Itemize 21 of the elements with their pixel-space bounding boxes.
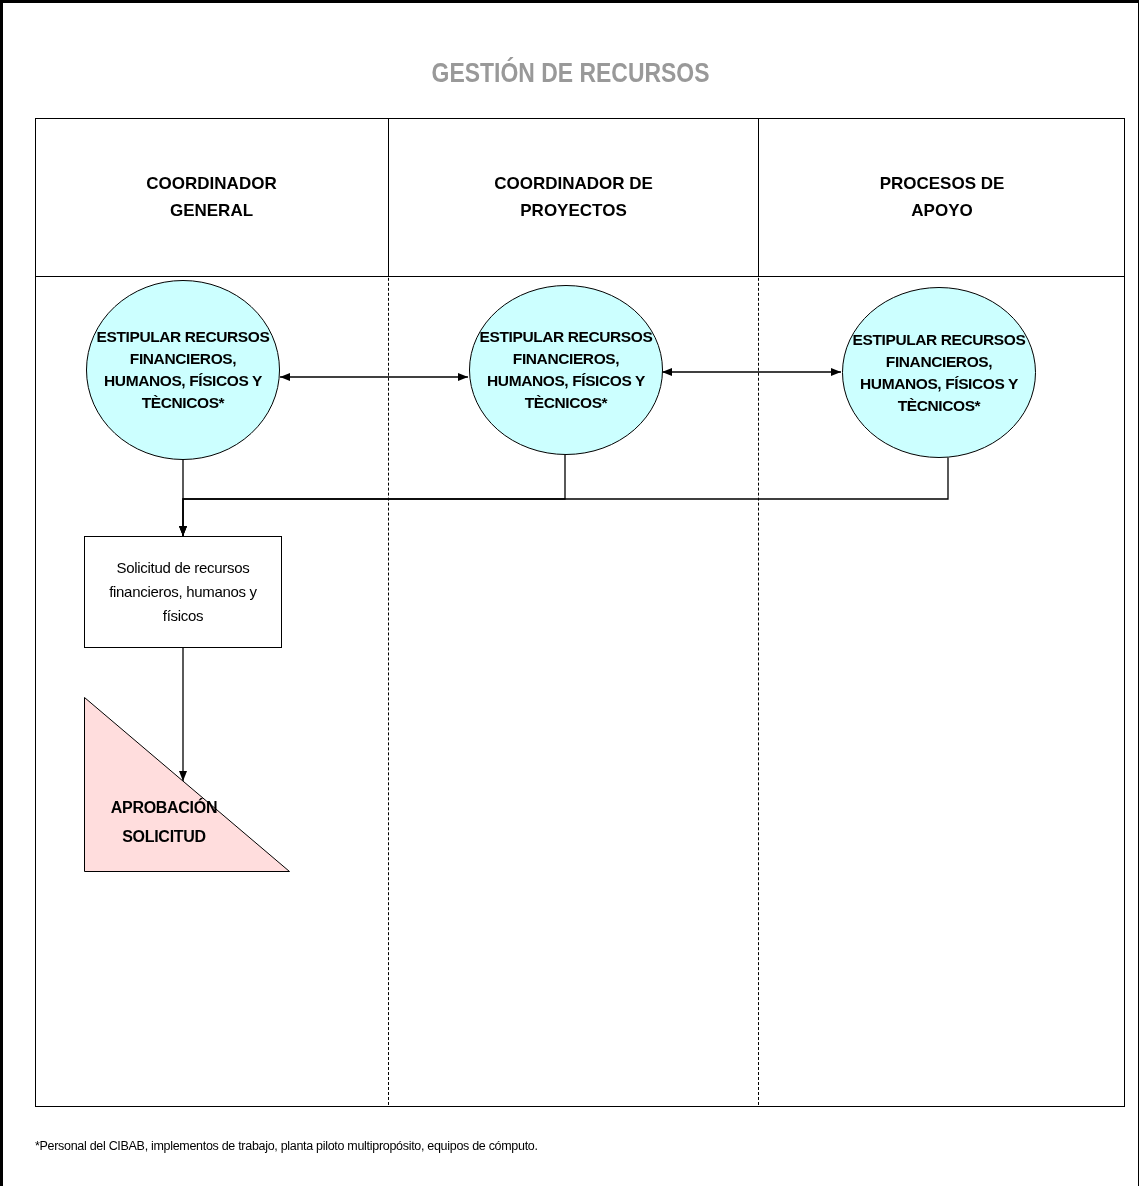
- connector-arrow: [179, 647, 187, 782]
- connector-arrow: [661, 368, 842, 376]
- diagram-title: GESTIÓN DE RECURSOS: [432, 58, 710, 89]
- process-ellipse: [469, 285, 663, 455]
- footnote: *Personal del CIBAB, implementos de trabajo, planta piloto multipropósito, equipos de cómputo.: [35, 1139, 538, 1153]
- swimlane: [388, 118, 758, 1105]
- lane-header: COORDINADOR GENERAL: [145, 173, 278, 222]
- document-label: Solicitud de recursos financieros, humanos y físicos: [108, 558, 258, 626]
- connector-arrow: [279, 373, 469, 381]
- approval-triangle: [84, 697, 290, 872]
- decision-label: APROBACIÓN SOLICITUD: [110, 799, 218, 845]
- process-label: ESTIPULAR RECURSOS FINANCIEROS, HUMANOS, FÍSICOS Y TÈCNICOS*: [478, 327, 654, 413]
- swimlane: [758, 118, 1125, 1105]
- lane-header: PROCESOS DE APOYO: [878, 173, 1006, 222]
- connector-arrow: [179, 456, 949, 537]
- process-label: ESTIPULAR RECURSOS FINANCIEROS, HUMANOS, FÍSICOS Y TÈCNICOS*: [95, 327, 271, 413]
- process-label: ESTIPULAR RECURSOS FINANCIEROS, HUMANOS, FÍSICOS Y TÈCNICOS*: [851, 329, 1027, 416]
- document-box: [84, 536, 282, 648]
- lane-header: COORDINADOR DE PROYECTOS: [493, 173, 654, 222]
- process-ellipse: [86, 280, 280, 460]
- process-ellipse: [842, 287, 1036, 458]
